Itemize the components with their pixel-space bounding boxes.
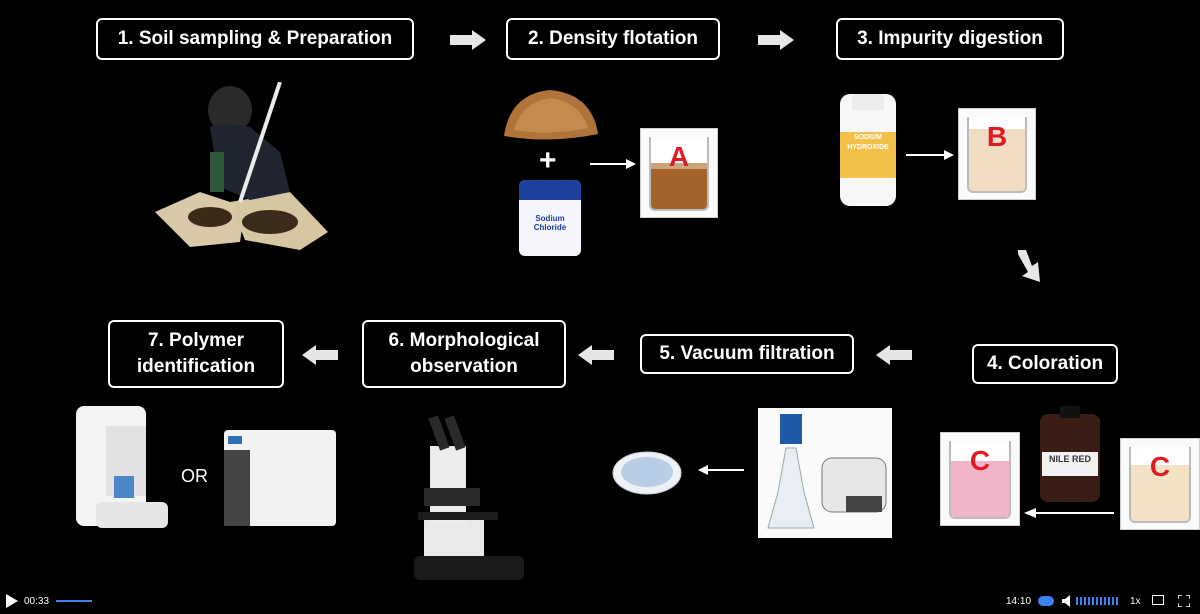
elapsed-time: 00:33 [24,596,50,607]
step-6-label-line1: 6. Morphological [388,330,540,351]
arrow-right-icon [758,30,794,50]
toggle-switch[interactable] [1038,596,1054,606]
soil-sampling-photo [155,82,328,250]
captions-icon[interactable] [1152,595,1164,607]
or-label: OR [181,466,208,486]
step-1-soil-sampling: 1. Soil sampling & Preparation [96,18,414,60]
sodium-chloride-jar: Sodium Chloride [519,180,581,256]
beaker-a: A [640,128,718,218]
arrow-left-icon [1024,508,1114,518]
vacuum-filtration-apparatus [758,408,892,538]
filter-membrane [612,451,682,495]
microscope-photo [414,415,524,580]
beaker-b: B [958,108,1036,200]
beaker-c-stained: C [940,432,1020,526]
fullscreen-icon[interactable] [1178,595,1190,607]
step-2-density-flotation: 2. Density flotation [506,18,720,60]
playback-speed[interactable]: 1x [1130,596,1141,607]
step-7-label-line2: identification [136,356,256,377]
arrow-left-icon [302,345,338,365]
step-7-polymer-identification: 7. Polymer identification [108,320,284,388]
beaker-a-label: A [668,141,690,172]
sodium-hydroxide-label-2: HYDROXIDE [847,144,889,151]
arrow-left-icon [578,345,614,365]
beaker-b-label: B [986,121,1008,152]
step-6-morphological-observation: 6. Morphological observation [362,320,566,388]
step-4-coloration: 4. Coloration [972,344,1118,384]
sodium-hydroxide-label-1: SODIUM [854,134,882,141]
step-5-vacuum-filtration: 5. Vacuum filtration [640,334,854,374]
play-icon[interactable] [6,594,18,608]
duration-time: 14:10 [1006,596,1032,607]
volume-icon[interactable] [1062,595,1072,607]
nile-red-bottle: NILE RED [1040,406,1100,502]
arrow-right-icon [906,150,954,160]
beaker-c-digested-label: C [1149,451,1171,482]
arrow-right-icon [450,30,486,50]
arrow-down-right-icon [1018,250,1040,282]
arrow-left-icon [876,345,912,365]
volume-slider[interactable] [1076,597,1120,605]
spectrometer-photo [224,430,336,526]
sodium-hydroxide-bottle: SODIUM HYDROXIDE [840,94,896,206]
soil-pile-photo [504,90,598,140]
nile-red-label: NILE RED [1048,454,1091,464]
step-3-impurity-digestion: 3. Impurity digestion [836,18,1064,60]
beaker-c-stained-label: C [969,445,991,476]
sodium-chloride-label: Sodium Chloride [533,214,567,232]
step-3-label: 3. Impurity digestion [857,28,1043,49]
step-1-label: 1. Soil sampling & Preparation [117,28,393,49]
video-player-bar: 00:33 14:10 1x [0,588,1200,614]
step-6-label-line2: observation [410,356,518,377]
plus-sign: + [539,144,557,177]
beaker-c-digested: C [1120,438,1200,530]
step-4-label: 4. Coloration [986,353,1104,374]
step-2-label: 2. Density flotation [528,28,698,49]
step-7-label-line1: 7. Polymer [147,330,245,351]
step-5-label: 5. Vacuum filtration [659,343,835,364]
arrow-right-icon [590,159,636,169]
progress-bar[interactable] [56,600,92,602]
ftir-microscope-photo [76,406,168,528]
arrow-left-icon [698,465,744,475]
